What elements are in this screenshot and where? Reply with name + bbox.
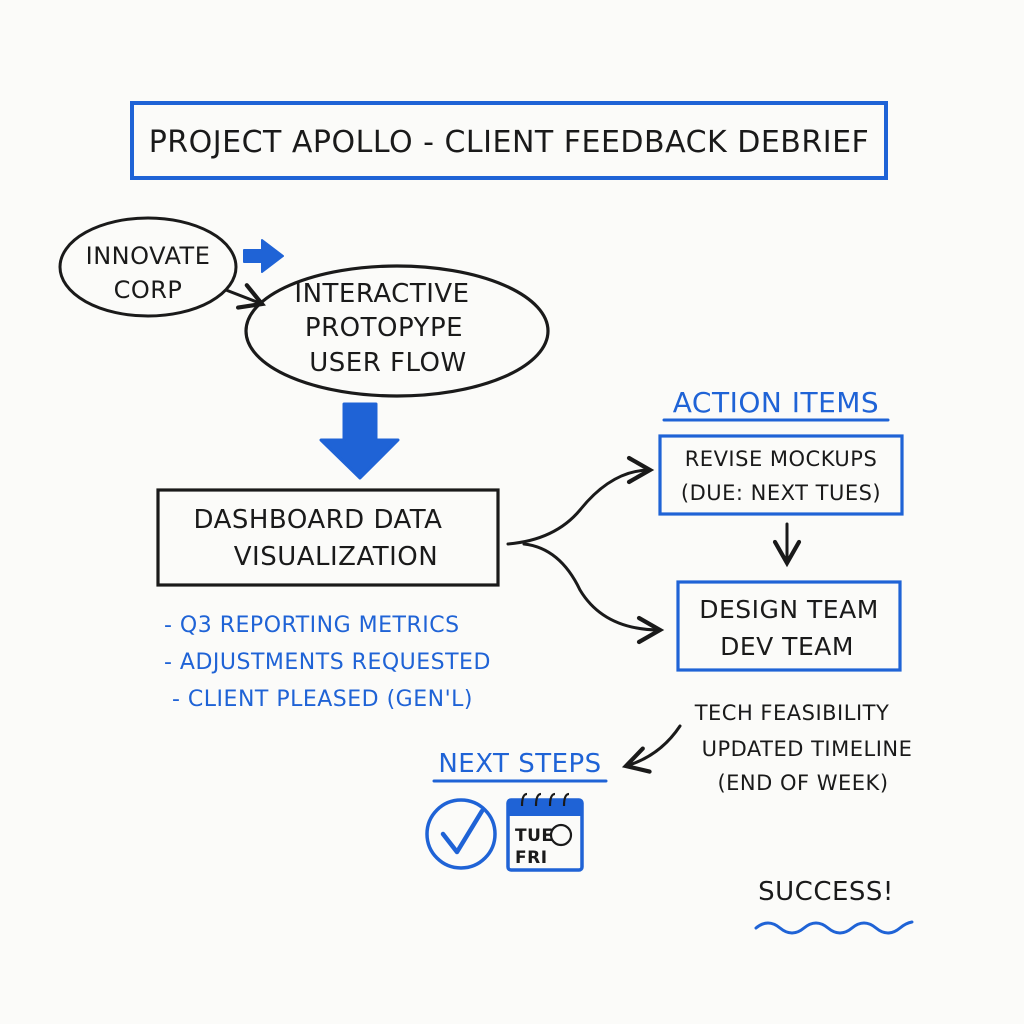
blue-arrow-right-icon [243, 239, 284, 273]
tech-notes: TECH FEASIBILITY UPDATED TIMELINE (END O… [694, 701, 913, 795]
action-items-title: ACTION ITEMS [673, 386, 879, 419]
tech-line1: TECH FEASIBILITY [694, 701, 890, 725]
dashboard-node: DASHBOARD DATA VISUALIZATION [156, 488, 500, 587]
next-steps-heading: NEXT STEPS [432, 749, 608, 783]
notes-list: - Q3 REPORTING METRICS - ADJUSTMENTS REQ… [164, 613, 491, 712]
title-box: PROJECT APOLLO - CLIENT FEEDBACK DEBRIEF [130, 101, 888, 180]
teams-frame [676, 580, 902, 672]
dashboard-label-line2: VISUALIZATION [234, 542, 438, 572]
success-label: SUCCESS! [758, 877, 894, 907]
dashboard-label-line1: DASHBOARD DATA [194, 505, 443, 535]
client-ellipse [58, 216, 238, 318]
dashboard-to-mockups-arrow [506, 455, 655, 546]
tech-line2: UPDATED TIMELINE [702, 737, 913, 761]
tech-line3: (END OF WEEK) [717, 771, 888, 795]
success-squiggle [754, 920, 914, 935]
action-items-heading: ACTION ITEMS [662, 386, 890, 422]
client-label-line2: CORP [114, 276, 183, 304]
note-item-1: - Q3 REPORTING METRICS [164, 613, 460, 638]
client-node: INNOVATE CORP [58, 216, 238, 318]
teams-label-line2: DEV TEAM [720, 632, 854, 661]
prototype-label-line1: INTERACTIVE [294, 279, 469, 309]
mockups-node: REVISE MOCKUPS (DUE: NEXT TUES) [658, 434, 904, 516]
blue-arrow-down-icon [319, 402, 400, 480]
next-steps-title: NEXT STEPS [438, 749, 601, 779]
prototype-node: INTERACTIVE PROTOPYPE USER FLOW [244, 264, 550, 398]
calendar-rings-icon [520, 792, 570, 807]
calendar-day-1: TUE [515, 826, 554, 846]
tech-to-next-steps-arrow [621, 724, 682, 774]
client-label-line1: INNOVATE [86, 242, 211, 270]
prototype-ellipse [244, 264, 550, 398]
mockups-label-line1: REVISE MOCKUPS [685, 447, 878, 471]
dashboard-frame [156, 488, 500, 587]
client-to-prototype-arrow [224, 283, 266, 310]
success-note: SUCCESS! [754, 877, 914, 935]
prototype-label-line3: USER FLOW [309, 348, 466, 378]
mockups-frame [658, 434, 904, 516]
calendar-day-2: FRI [515, 848, 548, 868]
check-circle-icon [425, 798, 497, 870]
title-frame [130, 101, 888, 180]
teams-label-line1: DESIGN TEAM [699, 595, 879, 624]
mockups-label-line2: (DUE: NEXT TUES) [681, 481, 881, 505]
calendar-circle-mark [549, 823, 573, 847]
teams-node: DESIGN TEAM DEV TEAM [676, 580, 902, 672]
dashboard-to-teams-arrow [522, 542, 665, 645]
calendar-icon: TUE FRI [506, 792, 584, 872]
prototype-label-line2: PROTOPYPE [305, 313, 463, 343]
page-title: PROJECT APOLLO - CLIENT FEEDBACK DEBRIEF [149, 125, 870, 160]
note-item-2: - ADJUSTMENTS REQUESTED [164, 650, 491, 675]
note-item-3: - CLIENT PLEASED (GEN'L) [172, 687, 473, 712]
